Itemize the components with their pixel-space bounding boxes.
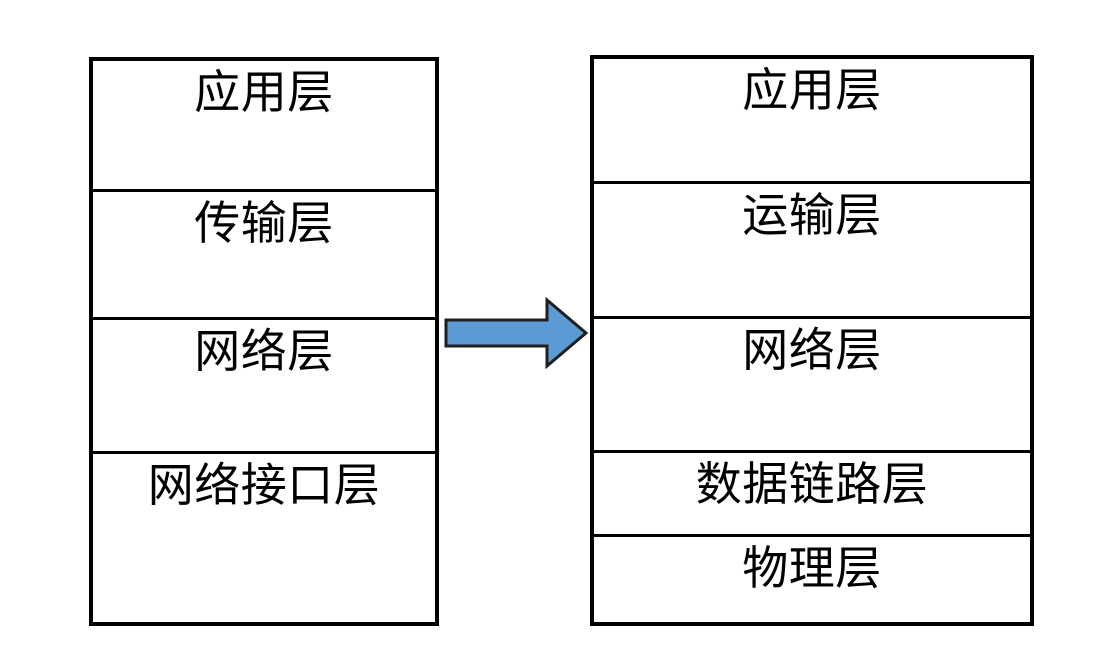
layer-label: 应用层	[194, 65, 334, 119]
right-block-arrow-shape	[444, 296, 589, 370]
layer-label: 数据链路层	[695, 457, 929, 512]
osi-layer-stack: 应用层 运输层 网络层 数据链路层 物理层	[590, 55, 1034, 626]
layer-label: 网络层	[742, 323, 882, 378]
layer-row[interactable]: 应用层	[594, 59, 1030, 185]
tcp-ip-layer-stack: 应用层 传输层 网络层 网络接口层	[89, 57, 439, 626]
layer-label: 网络接口层	[147, 458, 381, 513]
layer-row[interactable]: 网络层	[594, 319, 1030, 454]
layer-label: 运输层	[742, 188, 882, 243]
layer-row[interactable]: 物理层	[594, 537, 1030, 622]
layer-row[interactable]: 传输层	[93, 192, 435, 321]
layer-row[interactable]: 运输层	[594, 184, 1030, 320]
layer-label: 网络层	[194, 324, 334, 379]
right-block-arrow	[443, 296, 589, 370]
layer-row[interactable]: 网络接口层	[93, 454, 435, 622]
layer-label: 物理层	[742, 541, 882, 596]
layer-row[interactable]: 数据链路层	[594, 453, 1030, 538]
layer-label: 传输层	[194, 196, 334, 251]
arrow-polygon	[444, 296, 589, 370]
layer-row[interactable]: 应用层	[93, 61, 435, 193]
layer-row[interactable]: 网络层	[93, 320, 435, 455]
layer-label: 应用层	[742, 63, 882, 117]
